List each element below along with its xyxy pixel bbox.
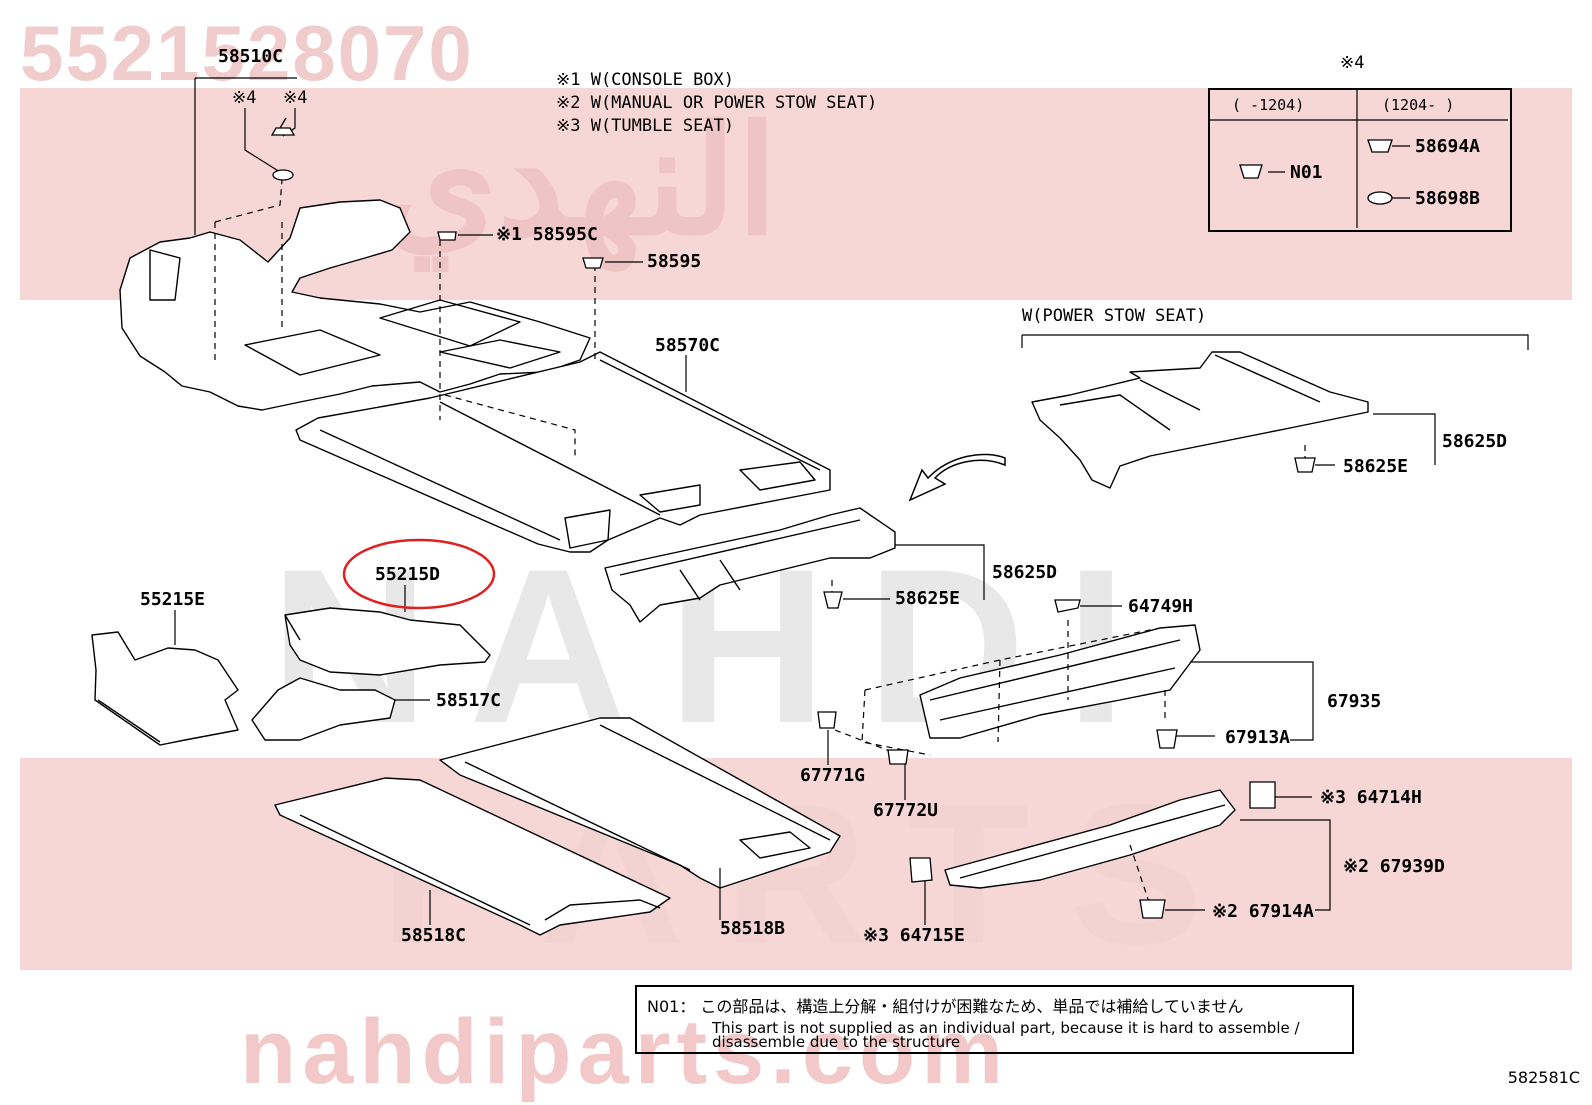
legend-mark: ※4 [1340,53,1365,73]
legend-col1-header: ( -1204) [1232,96,1305,114]
part-58517C[interactable]: 58517C [436,690,502,711]
direction-arrow-icon [908,453,1006,502]
part-55215D[interactable]: 55215D [375,564,441,585]
legend-table: ( -1204) (1204- ) N01 58694A 58698B [1208,88,1512,232]
watermark-band-bottom [20,758,1572,970]
clip-icon [270,117,296,136]
clip-icon [1367,139,1393,153]
part-64714H[interactable]: ※3 64714H [1320,787,1422,808]
part-58595C[interactable]: ※1 58595C [496,224,598,245]
legend-58698B: 58698B [1415,188,1481,209]
legend-58694A: 58694A [1415,136,1481,157]
clip-icon [1294,457,1316,473]
diagram-reference: 582581C [1507,1068,1580,1087]
clip-icon [582,257,604,269]
clip-icon [1054,599,1081,613]
watermark-part-number: 5521528070 [20,9,474,97]
part-58625E-upper[interactable]: 58625E [1343,456,1409,477]
footer-note-jp: N01： この部品は、構造上分解・組付けが困難なため、単品では補給していません [647,997,1244,1016]
clip-icon [1139,899,1166,919]
footer-note-en-line1: This part is not supplied as an individu… [712,1019,1300,1037]
highlight-circle [342,538,496,610]
carpet-58518C-shape [274,777,671,936]
mark-4a: ※4 [232,88,257,108]
clip-icon [823,591,843,609]
part-58625E-lower[interactable]: 58625E [895,588,961,609]
clip-icon [887,749,909,765]
note-stow-seat: ※2 W(MANUAL OR POWER STOW SEAT) [556,93,878,113]
front-floor-carpet-shape [119,199,591,411]
note-console-box: ※1 W(CONSOLE BOX) [556,70,735,90]
part-58570C[interactable]: 58570C [655,335,721,356]
part-58595[interactable]: 58595 [647,251,702,272]
part-67771G[interactable]: 67771G [800,765,866,786]
part-58625D-lower[interactable]: 58625D [992,562,1058,583]
clip-icon [817,711,837,729]
clip-icon [1249,781,1276,809]
part-64715E[interactable]: ※3 64715E [863,925,965,946]
carpet-55215D-shape [284,607,491,676]
footer-note-box: N01： この部品は、構造上分解・組付けが困難なため、単品では補給していません … [635,985,1354,1054]
legend-col2-header: (1204- ) [1382,96,1455,114]
stow-bracket-shape [1031,351,1369,489]
part-67939D[interactable]: ※2 67939D [1343,856,1445,877]
scuff-plate-67935-shape [919,624,1201,739]
power-stow-label: W(POWER STOW SEAT) [1022,306,1207,326]
part-58518C[interactable]: 58518C [401,925,467,946]
part-58625D-upper[interactable]: 58625D [1442,431,1508,452]
clip-icon [909,857,933,883]
clip-icon [272,169,294,181]
clip-icon [1239,164,1263,179]
part-67914A[interactable]: ※2 67914A [1212,901,1314,922]
legend-n01: N01 [1290,162,1323,183]
clip-icon [1156,729,1178,749]
part-67935[interactable]: 67935 [1327,691,1382,712]
part-64749H[interactable]: 64749H [1128,596,1194,617]
middle-carpet-shape [295,351,831,553]
part-67913A[interactable]: 67913A [1225,727,1291,748]
spacer-58517C-shape [251,677,396,741]
mark-4b: ※4 [283,88,308,108]
part-67772U[interactable]: 67772U [873,800,939,821]
carpet-58518B-shape [439,717,841,889]
part-55215E[interactable]: 55215E [140,589,206,610]
clip-icon [1367,191,1393,205]
part-58510C[interactable]: 58510C [218,46,284,67]
clip-icon [437,231,457,241]
footer-note-en-line2: disassemble due to the structure [712,1033,961,1051]
carpet-55215E-shape [91,631,239,746]
note-tumble-seat: ※3 W(TUMBLE SEAT) [556,116,735,136]
part-58518B[interactable]: 58518B [720,918,786,939]
trim-67939D-shape [944,789,1236,889]
stow-bracket-lower-shape [604,507,896,623]
